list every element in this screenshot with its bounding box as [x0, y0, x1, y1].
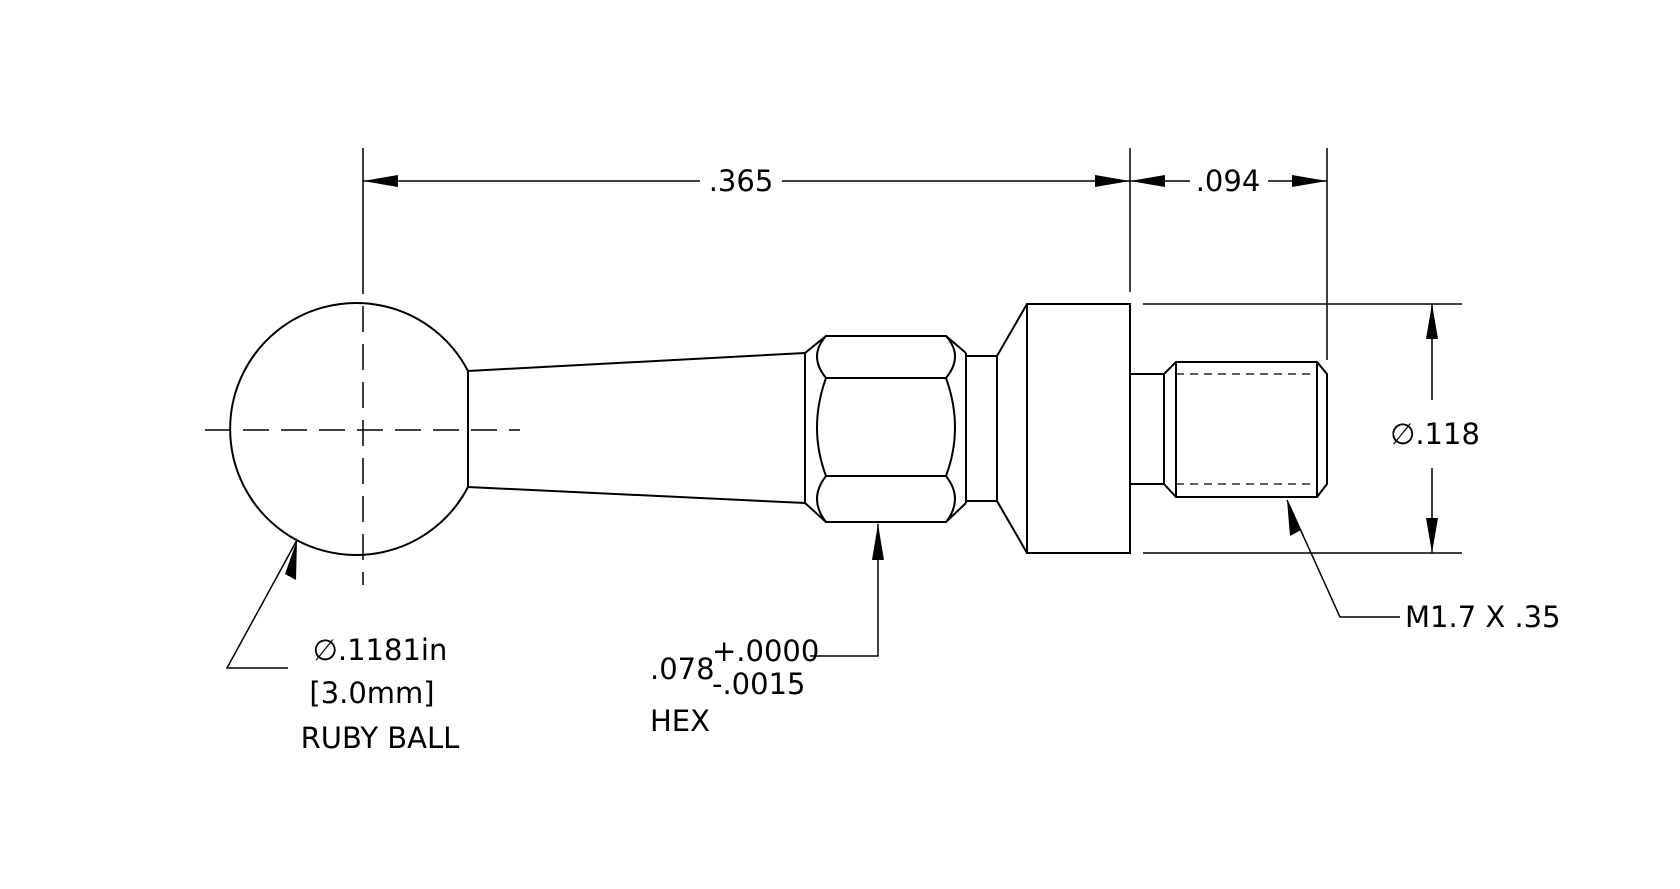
extension-lines [362, 148, 1462, 554]
dimension-length-thread-label: .094 [1196, 164, 1261, 198]
hex-section [804, 335, 967, 523]
threaded-end [1163, 361, 1328, 498]
tapered-shank [467, 352, 806, 504]
neck [966, 355, 998, 502]
dimension-length-thread: .094 [1130, 164, 1327, 198]
thread-callout: M1.7 X .35 [1286, 499, 1561, 634]
hex-name-label: HEX [650, 704, 710, 738]
ball-diameter-mm-label: [3.0mm] [309, 676, 434, 710]
dimension-flange-diameter: ∅.118 [1390, 304, 1480, 553]
hex-tol-minus-label: -.0015 [712, 667, 806, 701]
dimension-flange-diameter-label: ∅.118 [1390, 417, 1480, 451]
center-lines [205, 268, 520, 585]
dimension-length-main-label: .365 [709, 164, 774, 198]
cone [996, 303, 1028, 554]
ball-diameter-in-label: ∅.1181in [313, 633, 448, 667]
ball-callout: ∅.1181in [3.0mm] RUBY BALL [225, 539, 460, 755]
hex-tol-plus-label: +.0000 [712, 634, 819, 668]
hex-callout: .078 +.0000 -.0015 HEX [650, 524, 884, 738]
dimension-length-main: .365 [363, 164, 1130, 198]
hex-nominal-label: .078 [650, 652, 715, 686]
thread-relief [1129, 373, 1165, 485]
ruby-ball [229, 302, 469, 556]
flange [1026, 303, 1131, 554]
thread-spec-label: M1.7 X .35 [1405, 600, 1561, 634]
stylus-part [229, 302, 1328, 556]
ball-name-label: RUBY BALL [301, 721, 460, 755]
